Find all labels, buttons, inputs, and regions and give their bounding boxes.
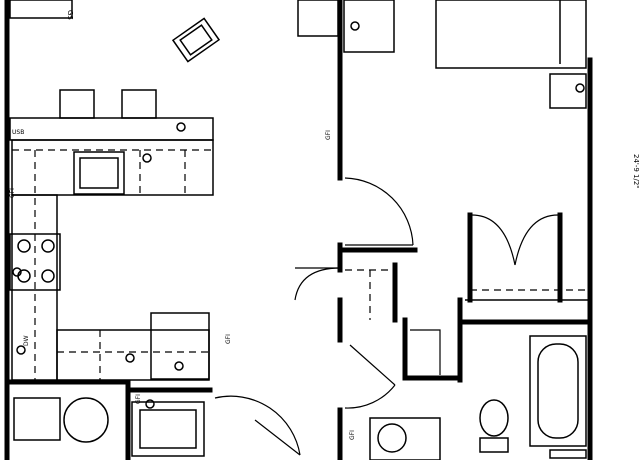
outlet-symbol [350,21,360,31]
kitchen-counter-top-run [11,139,214,196]
bedroom [343,0,590,301]
kitchen [9,89,214,381]
outlet-symbol [12,267,22,277]
living-room [9,0,339,63]
outlet-symbol [125,353,135,363]
dryer [63,397,109,443]
gfi-lower-label: GFI [135,394,142,404]
utility-sink [131,401,205,457]
kitchen-island-top [9,117,214,141]
vanity [369,417,441,460]
refrigerator [150,312,210,380]
media-console [297,0,339,37]
wardrobe-door-left [471,214,516,266]
laundry [13,397,205,457]
dw-left-label: DW [23,335,30,346]
outlet-symbol [176,122,186,132]
labels: USB GS GFI DW GFI GFI GFI GFI 24'-9 1/2" [9,10,640,440]
burner-3 [17,269,31,283]
bathroom [369,335,587,460]
bath-door [410,329,441,375]
dimension-label: 24'-9 1/2" [632,154,640,189]
armchair [171,17,221,63]
burner-1 [17,239,31,253]
bar-stool-1 [59,89,95,119]
gfi-vanity-label: GFI [325,130,332,140]
range [9,233,61,291]
gfi-bath-label: GFI [349,430,356,440]
gfi-left-label: GFI [9,188,16,198]
lower-door [214,395,301,456]
gfi-mid-label: GFI [225,334,232,344]
nightstand-right [549,73,587,109]
usb-label: USB [12,129,24,136]
utility-sink-basin [139,409,197,449]
tag-top-left-label: GS [66,10,74,20]
outlet-symbol [142,153,152,163]
outlet-symbol [145,399,155,409]
lower-door-leaf [254,419,301,456]
hall-door-arc [344,384,396,409]
bed [435,0,587,69]
closet-door [294,267,341,301]
burner-4 [41,269,55,283]
bar-stool-2 [121,89,157,119]
bathtub-basin [537,343,579,439]
burner-2 [41,239,55,253]
toilet-bowl [479,399,509,437]
outlet-symbol [16,345,26,355]
nightstand-left [343,0,395,53]
doors [214,177,441,456]
vanity-sink [377,423,407,453]
bedroom-door [344,177,414,246]
kitchen-sink-basin [79,157,119,189]
towel-bar [549,449,587,459]
walls [4,0,593,460]
toilet-tank [479,437,509,453]
armchair-seat [179,24,213,56]
kitchen-sink [73,151,125,195]
side-table [9,0,73,19]
outlet-symbol [575,83,585,93]
hall-door [349,344,396,386]
wardrobe-door-right [514,214,559,266]
washer [13,397,61,441]
bathtub [529,335,587,447]
outlet-symbol [174,361,184,371]
